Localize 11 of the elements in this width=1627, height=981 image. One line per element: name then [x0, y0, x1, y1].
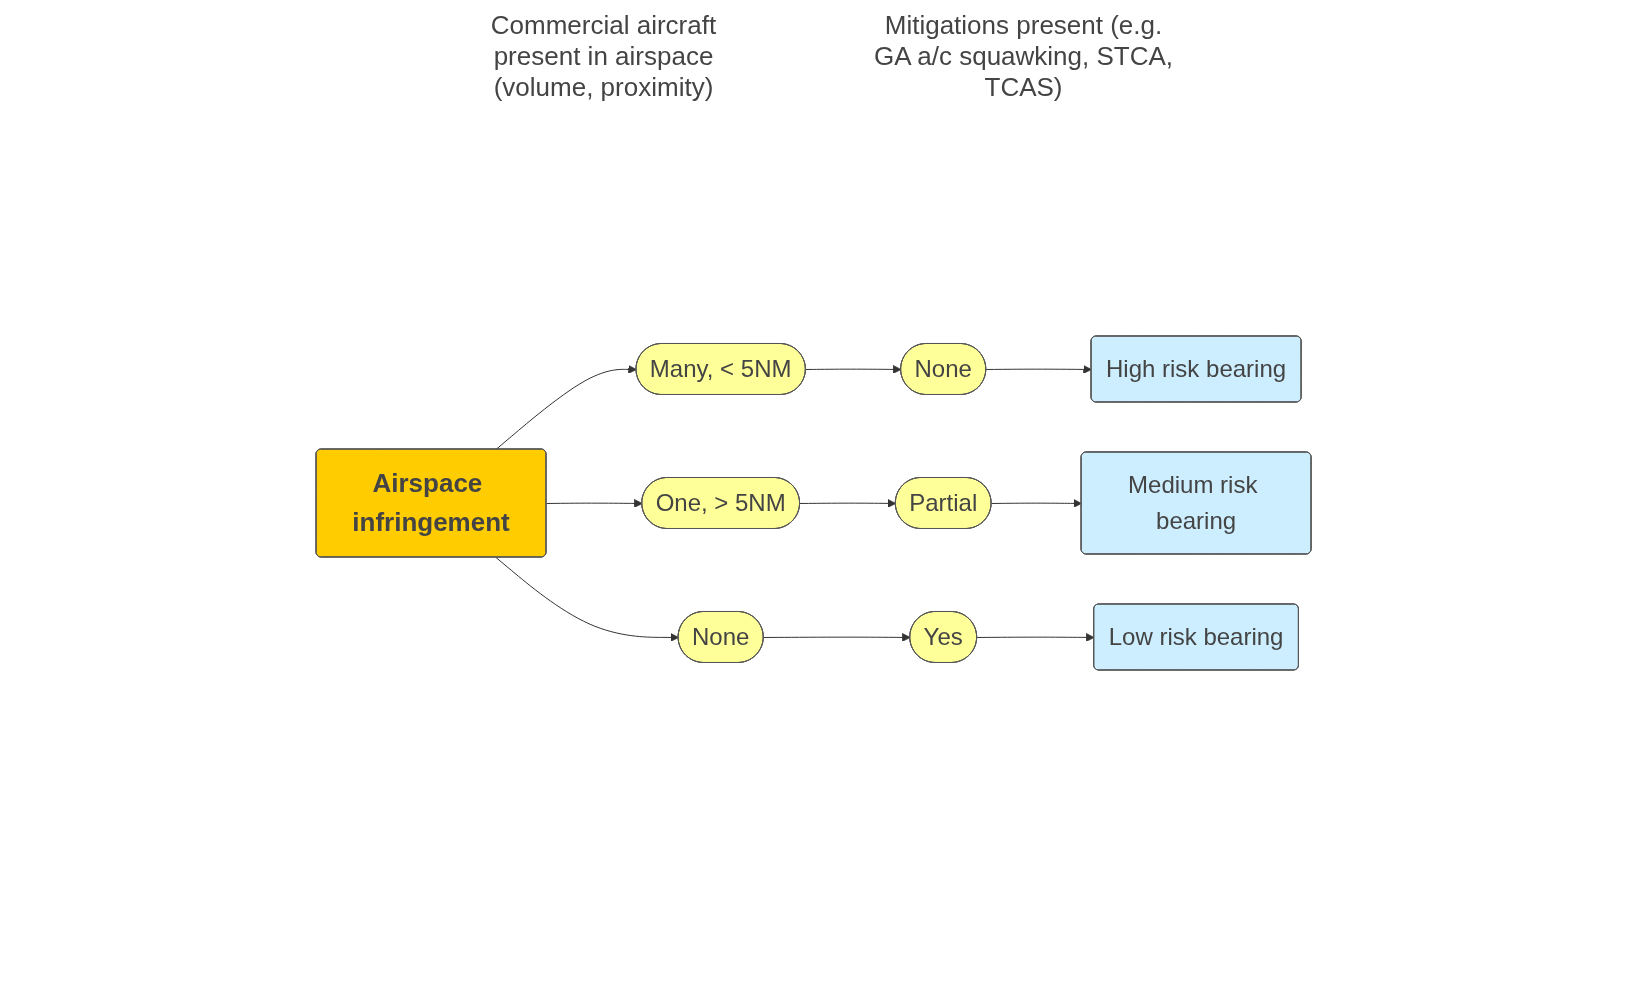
arrow [976, 633, 1095, 642]
arrow [495, 557, 679, 642]
arrow [799, 499, 897, 508]
arrow [985, 365, 1092, 374]
arrow [991, 499, 1082, 508]
column-heading: Commercial aircraft present in airspace (volume, proximity) [489, 10, 718, 103]
arrow [495, 365, 637, 450]
arrow [805, 365, 902, 374]
column-heading: Mitigations present (e.g. GA a/c squawking, STCA, TCAS) [873, 10, 1174, 103]
arrow [545, 499, 643, 508]
arrow [763, 633, 911, 642]
